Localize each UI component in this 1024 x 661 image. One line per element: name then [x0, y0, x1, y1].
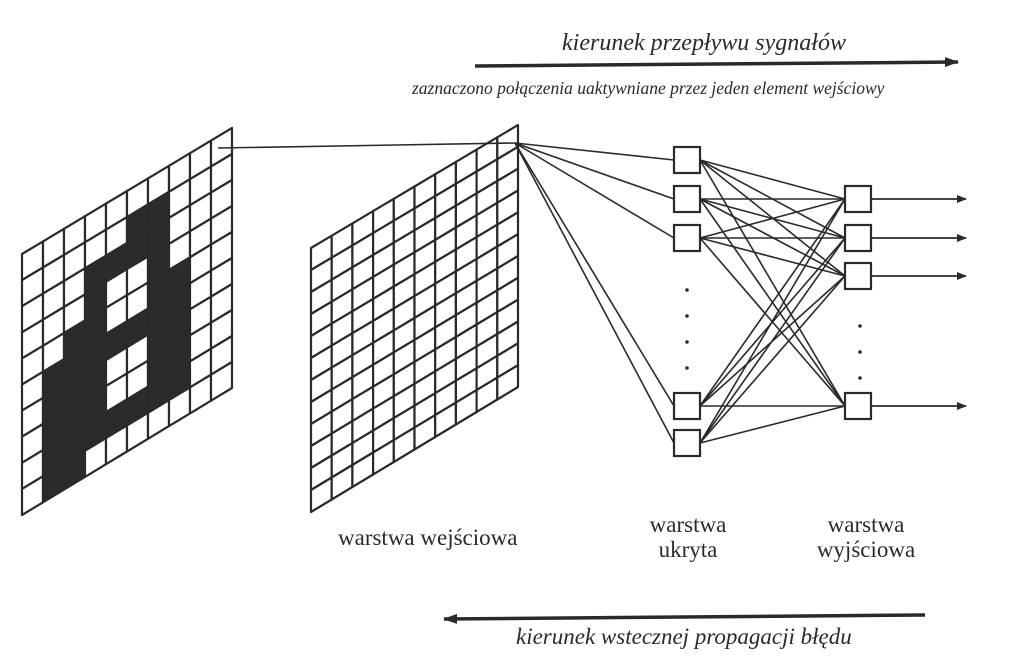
- input-hidden-connection: [514, 142, 675, 200]
- output-node: [843, 261, 873, 291]
- hidden-layer-label-line1: warstwa: [649, 512, 727, 537]
- output-ellipsis-dot: [858, 376, 862, 380]
- hidden-output-connection: [699, 198, 846, 407]
- hidden-output-connection: [699, 405, 846, 444]
- output-layer-label: warstwa wyjściowa: [796, 512, 936, 562]
- input-hidden-connection: [514, 142, 675, 407]
- input-hidden-connection: [514, 142, 675, 444]
- hidden-node: [672, 184, 702, 214]
- input-layer-cell: [496, 364, 520, 401]
- output-node: [843, 223, 873, 253]
- signal-flow-label: kierunek przepływu sygnałów: [562, 30, 846, 56]
- hidden-layer-label-line2: ukryta: [658, 537, 718, 562]
- hidden-output-connection: [699, 159, 846, 200]
- output-layer-label-line2: wyjściowa: [816, 537, 916, 562]
- output-ellipsis-dot: [858, 350, 862, 354]
- input-hidden-connection: [514, 142, 675, 161]
- hidden-layer-label: warstwa ukryta: [628, 512, 748, 562]
- backprop-arrow: [443, 613, 926, 624]
- signal-flow-arrow: [474, 57, 959, 68]
- hidden-node: [672, 223, 702, 253]
- input-image-grid: [20, 126, 234, 517]
- neuron-nodes: [672, 145, 873, 458]
- hidden-node: [672, 145, 702, 175]
- hidden-output-connection: [699, 237, 846, 277]
- output-ellipsis-dot: [858, 324, 862, 328]
- hidden-ellipsis-dot: [685, 340, 689, 344]
- backprop-label: kierunek wstecznej propagacji błędu: [516, 624, 852, 649]
- input-hidden-connection: [514, 142, 675, 239]
- output-layer-label-line1: warstwa: [827, 512, 905, 537]
- direction-arrows: [443, 57, 959, 624]
- hidden-output-connection: [699, 275, 846, 444]
- hidden-ellipsis-dot: [685, 288, 689, 292]
- connections-note: zaznaczono połączenia uaktywniane przez …: [412, 78, 885, 98]
- hidden-output-connection: [699, 198, 846, 444]
- hidden-output-connection: [699, 198, 846, 239]
- hidden-ellipsis-dot: [685, 366, 689, 370]
- image-cell: [209, 360, 234, 402]
- hidden-node: [672, 428, 702, 458]
- hidden-node: [672, 391, 702, 421]
- output-node: [843, 391, 873, 421]
- image-input-connection: [217, 142, 516, 149]
- hidden-output-connection: [699, 237, 846, 444]
- input-layer-grid: [309, 123, 520, 514]
- connection-lines: [217, 142, 967, 444]
- output-node: [843, 184, 873, 214]
- input-layer-label: warstwa wejściowa: [338, 525, 518, 550]
- hidden-output-connection: [699, 159, 846, 407]
- hidden-ellipsis-dot: [685, 314, 689, 318]
